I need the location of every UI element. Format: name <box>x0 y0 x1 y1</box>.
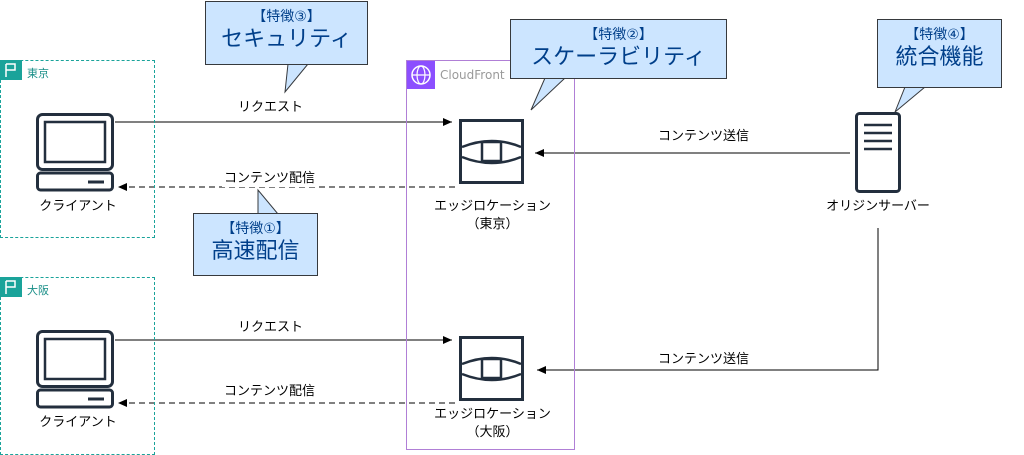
callout-feature3: 【特徴③】 セキュリティ <box>205 1 368 65</box>
edge-label-request-osaka: リクエスト <box>236 320 306 336</box>
callout-feature2-body: スケーラビリティ <box>531 45 706 70</box>
edge-location-tokyo-icon <box>459 119 524 184</box>
callout-feature1-pointer <box>257 188 280 215</box>
callout-feature2-title: 【特徴②】 <box>584 27 653 43</box>
region-flag-icon <box>0 60 22 80</box>
client-tokyo-label: クライアント <box>39 199 117 214</box>
edge-label-send-tokyo: コンテンツ送信 <box>656 129 752 145</box>
callout-feature3-pointer <box>284 63 310 94</box>
client-osaka-icon <box>36 330 114 409</box>
edge-location-osaka-region: （大阪） <box>466 425 519 440</box>
callout-feature4-body: 統合機能 <box>895 45 984 70</box>
callout-feature4-title: 【特徴④】 <box>905 27 974 43</box>
edge-location-osaka-name: エッジロケーション <box>434 407 551 422</box>
edge-location-tokyo-name: エッジロケーション <box>434 199 551 214</box>
edge-location-osaka-icon <box>459 336 524 401</box>
region-label-osaka: 大阪 <box>27 284 49 297</box>
cloudfront-group: CloudFront <box>406 60 575 450</box>
origin-server-icon <box>855 112 901 193</box>
cloudfront-label: CloudFront <box>440 68 505 82</box>
callout-feature1-title: 【特徴①】 <box>221 221 290 237</box>
region-tokyo: 東京 <box>0 60 155 238</box>
edge-location-tokyo-label: エッジロケーション （東京） <box>420 198 565 234</box>
callout-feature3-body: セキュリティ <box>221 27 352 52</box>
callout-feature3-title: 【特徴③】 <box>252 9 321 25</box>
callout-feature4-pointer <box>894 86 927 113</box>
callout-feature4: 【特徴④】 統合機能 <box>877 19 1002 88</box>
edge-location-tokyo-region: （東京） <box>466 217 519 232</box>
callout-feature1: 【特徴①】 高速配信 <box>193 213 318 276</box>
client-osaka-label: クライアント <box>39 415 117 430</box>
callout-feature1-body: 高速配信 <box>211 239 300 264</box>
edge-label-request-tokyo: リクエスト <box>236 100 306 116</box>
region-label-tokyo: 東京 <box>27 67 49 80</box>
edge-label-delivery-tokyo: コンテンツ配信 <box>222 171 318 187</box>
cloudfront-icon <box>407 61 435 89</box>
callout-feature2: 【特徴②】 スケーラビリティ <box>510 19 727 79</box>
client-tokyo-icon <box>36 113 114 192</box>
edge-label-delivery-osaka: コンテンツ配信 <box>222 384 318 400</box>
edge-location-osaka-label: エッジロケーション （大阪） <box>420 406 565 442</box>
arrow-send-osaka <box>537 228 879 374</box>
edge-label-send-osaka: コンテンツ送信 <box>656 352 752 368</box>
origin-server-label: オリジンサーバー <box>826 199 930 214</box>
region-flag-icon <box>0 277 22 297</box>
